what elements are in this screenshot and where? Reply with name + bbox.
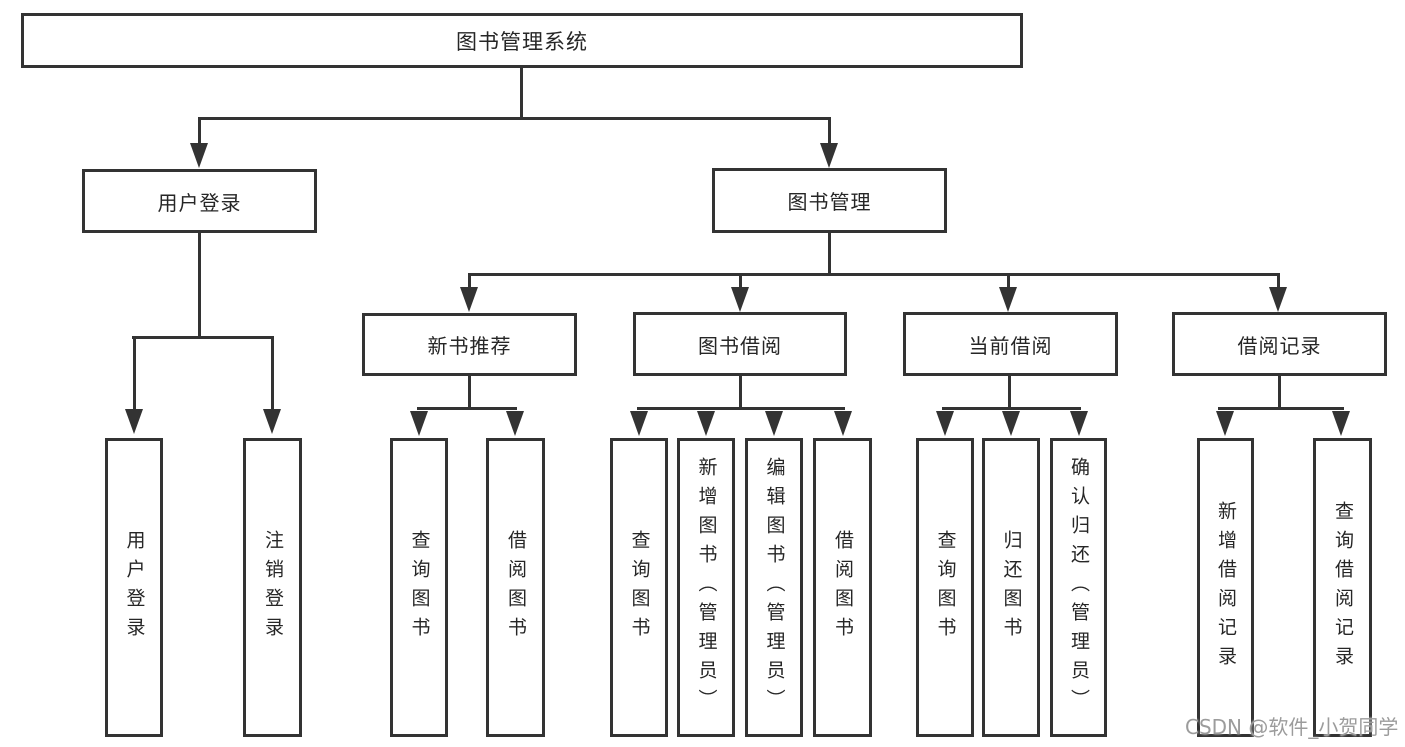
arrowhead	[263, 409, 281, 434]
connector	[468, 273, 471, 287]
connector	[637, 407, 845, 410]
connector	[1277, 273, 1280, 287]
node-user-login: 用户登录	[82, 169, 317, 233]
node-book-management-label: 图书管理	[787, 190, 872, 214]
leaf-query-borrow-record-label: 查询借阅记录	[1332, 500, 1354, 675]
connector	[739, 273, 742, 287]
leaf-rec-borrow-books: 借阅图书	[486, 438, 545, 737]
node-new-book-recommend: 新书推荐	[362, 313, 577, 376]
leaf-borrow-query-books-label: 查询图书	[628, 529, 651, 646]
leaf-add-books-admin: 新增图书（管理员）	[677, 438, 735, 737]
connector	[520, 68, 523, 117]
connector	[1278, 376, 1281, 410]
connector	[198, 117, 201, 144]
leaf-logout: 注销登录	[243, 438, 302, 737]
node-current-borrow: 当前借阅	[903, 312, 1118, 376]
leaf-rec-borrow-books-label: 借阅图书	[505, 529, 527, 646]
leaf-user-login-label: 用户登录	[123, 529, 146, 646]
leaf-add-borrow-record-label: 新增借阅记录	[1215, 500, 1237, 675]
connector	[198, 117, 831, 120]
arrowhead	[506, 411, 524, 436]
arrowhead	[1002, 411, 1020, 436]
connector	[133, 336, 136, 409]
leaf-query-borrow-record: 查询借阅记录	[1313, 438, 1372, 737]
arrowhead	[460, 287, 478, 312]
arrowhead	[936, 411, 954, 436]
connector	[198, 233, 201, 338]
arrowhead	[630, 411, 648, 436]
node-root: 图书管理系统	[21, 13, 1023, 68]
arrowhead	[765, 411, 783, 436]
arrowhead	[999, 287, 1017, 312]
leaf-add-borrow-record: 新增借阅记录	[1197, 438, 1254, 737]
arrowhead	[1070, 411, 1088, 436]
connector	[828, 233, 831, 275]
node-book-management: 图书管理	[712, 168, 947, 233]
connector	[132, 336, 274, 339]
leaf-return-books-label: 归还图书	[1000, 529, 1023, 646]
connector	[739, 376, 742, 410]
leaf-rec-query-books: 查询图书	[390, 438, 448, 737]
node-borrow-records-label: 借阅记录	[1237, 333, 1322, 358]
leaf-borrow-query-books: 查询图书	[610, 438, 668, 737]
arrowhead	[834, 411, 852, 436]
node-new-book-recommend-label: 新书推荐	[427, 334, 512, 358]
connector	[828, 117, 831, 144]
connector	[468, 273, 1280, 276]
node-current-borrow-label: 当前借阅	[968, 333, 1053, 358]
connector	[271, 336, 274, 409]
leaf-return-books: 归还图书	[982, 438, 1040, 737]
arrowhead	[1269, 287, 1287, 312]
leaf-edit-books-admin-label: 编辑图书（管理员）	[763, 457, 786, 718]
arrowhead	[697, 411, 715, 436]
leaf-confirm-return-admin: 确认归还（管理员）	[1050, 438, 1107, 737]
node-user-login-label: 用户登录	[157, 190, 242, 215]
leaf-logout-label: 注销登录	[262, 529, 284, 646]
node-borrow-records: 借阅记录	[1172, 312, 1387, 376]
leaf-edit-books-admin: 编辑图书（管理员）	[745, 438, 803, 737]
connector	[1218, 407, 1344, 410]
connector	[942, 407, 1081, 410]
leaf-borrow-borrow-books-label: 借阅图书	[832, 529, 854, 646]
node-book-borrow: 图书借阅	[633, 312, 847, 376]
node-root-label: 图书管理系统	[456, 29, 588, 54]
node-book-borrow-label: 图书借阅	[698, 333, 782, 358]
arrowhead	[190, 143, 208, 168]
leaf-current-query-books: 查询图书	[916, 438, 974, 737]
arrowhead	[1332, 411, 1350, 436]
arrowhead	[1216, 411, 1234, 436]
leaf-user-login: 用户登录	[105, 438, 163, 737]
connector	[468, 376, 471, 410]
leaf-confirm-return-admin-label: 确认归还（管理员）	[1068, 457, 1090, 718]
leaf-borrow-borrow-books: 借阅图书	[813, 438, 872, 737]
arrowhead	[820, 143, 838, 168]
connector	[1008, 376, 1011, 410]
arrowhead	[125, 409, 143, 434]
leaf-current-query-books-label: 查询图书	[934, 529, 957, 646]
connector	[1007, 273, 1010, 287]
connector	[417, 407, 517, 410]
leaf-rec-query-books-label: 查询图书	[408, 529, 431, 646]
arrowhead	[410, 411, 428, 436]
leaf-add-books-admin-label: 新增图书（管理员）	[695, 457, 718, 718]
arrowhead	[731, 287, 749, 312]
watermark: CSDN @软件_小贺同学	[1185, 715, 1399, 739]
